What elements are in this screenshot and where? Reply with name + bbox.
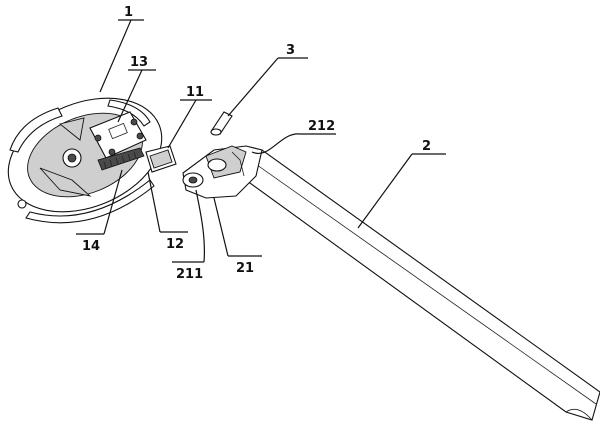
pin xyxy=(210,111,233,136)
label-2: 2 xyxy=(422,139,431,154)
callout-labels: 1 13 11 3 212 2 14 12 211 21 xyxy=(82,5,431,282)
bracket-head xyxy=(182,145,263,199)
label-3: 3 xyxy=(286,43,295,58)
label-212: 212 xyxy=(308,119,335,134)
handle-rod xyxy=(231,149,600,421)
slider-block xyxy=(145,145,177,173)
label-211: 211 xyxy=(176,267,203,282)
label-11: 11 xyxy=(186,85,204,100)
label-13: 13 xyxy=(130,55,148,70)
base-assembly xyxy=(7,97,163,224)
label-12: 12 xyxy=(166,237,184,252)
label-14: 14 xyxy=(82,239,100,254)
leader-lines xyxy=(76,19,446,263)
label-1: 1 xyxy=(124,5,133,20)
label-21: 21 xyxy=(236,261,254,276)
